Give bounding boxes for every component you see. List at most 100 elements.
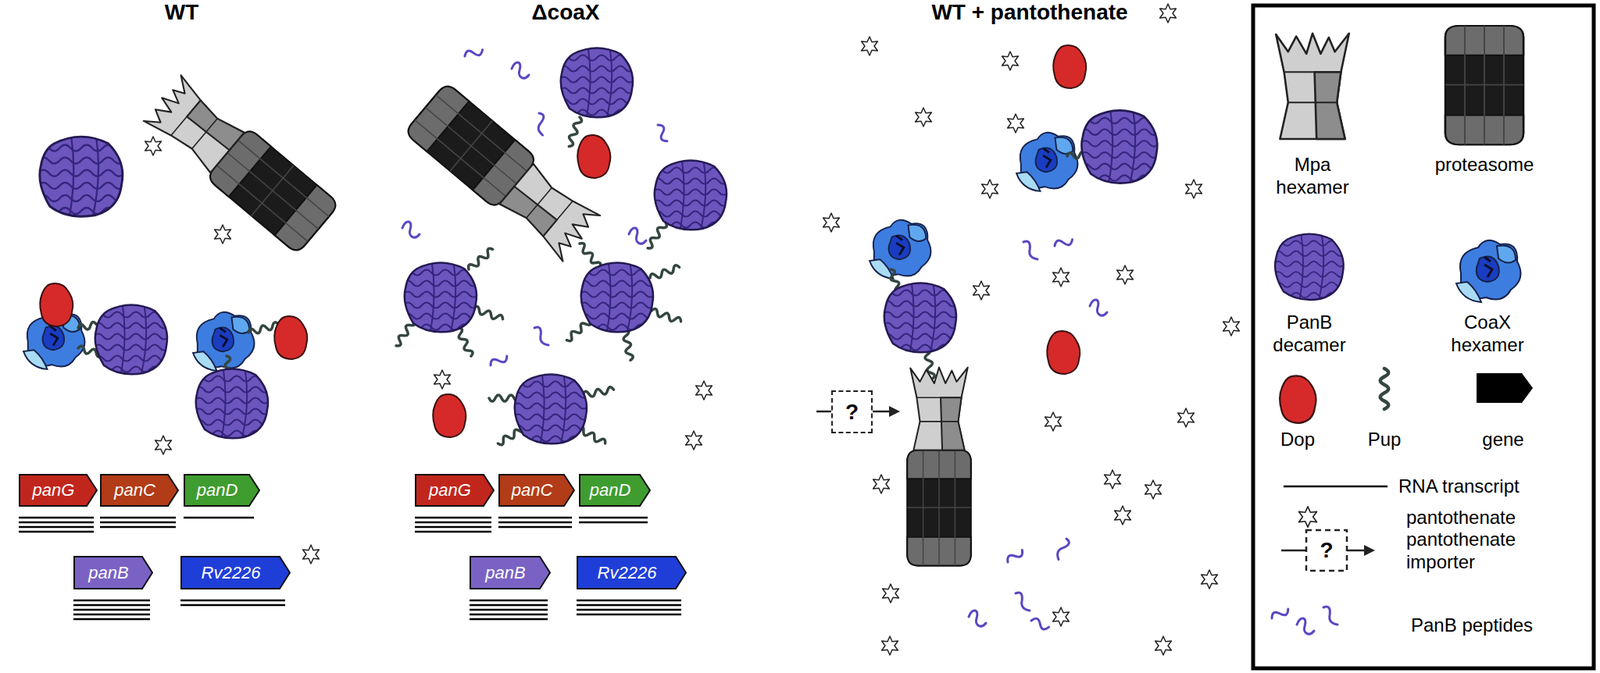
panb-peptide (1053, 235, 1074, 250)
pantothenate (1145, 480, 1162, 500)
pantothenate (982, 179, 999, 199)
gene-body (100, 475, 179, 507)
gene-body (499, 475, 575, 507)
coax-hexamer (192, 312, 254, 372)
dop (577, 135, 611, 179)
importer-box: ? (831, 390, 873, 434)
panb-decamer (653, 156, 729, 233)
gene-arrow: panC (498, 474, 575, 508)
coax-hexamer (1016, 132, 1078, 192)
pantothenate (1114, 506, 1132, 525)
gene-body (181, 557, 290, 590)
dop-icon (1279, 375, 1316, 423)
gene-arrow: panD (578, 474, 651, 508)
gene-arrow: panB (73, 556, 154, 590)
rna-transcripts (414, 517, 682, 620)
pup (577, 241, 603, 270)
pantothenate (1201, 570, 1218, 590)
panb-peptide (968, 610, 986, 627)
legend-text: pantothenate importer (1406, 528, 1551, 574)
pup (466, 246, 495, 272)
coax-hexamer-icon (1456, 240, 1522, 303)
pup (621, 328, 634, 361)
legend-text: gene (1467, 428, 1539, 451)
panb-peptide (1023, 241, 1038, 260)
gene-name: panB (88, 563, 129, 584)
pantothenate (823, 213, 840, 233)
pantothenate (1223, 317, 1240, 336)
gene-arrow: Rv2226 (576, 556, 687, 590)
pantothenate (1053, 267, 1070, 287)
panb-decamer (403, 258, 479, 336)
gene-arrow: panB (469, 556, 551, 590)
legend-text: Mpa hexamer (1261, 153, 1364, 199)
panb-peptide (1029, 617, 1050, 632)
gene-body (577, 557, 686, 590)
panb-peptide (1015, 592, 1030, 611)
cell-outline: WT + pantothenate? (849, 30, 1211, 670)
pantothenate-icon (1299, 507, 1318, 528)
gene-icon (1476, 373, 1533, 404)
gene-name: panC (511, 480, 554, 501)
dop (1053, 45, 1086, 89)
gene-name: Rv2226 (201, 563, 261, 584)
panb-peptide (628, 228, 647, 244)
gene-body (579, 475, 650, 507)
cell-shape (849, 30, 1211, 670)
legend-text: PanB decamer (1258, 310, 1361, 357)
mpa-proteasome (140, 72, 340, 254)
pantothenate (1002, 51, 1019, 71)
mpa-proteasome (907, 367, 972, 567)
coax-hexamer (869, 220, 931, 279)
pantothenate (882, 584, 900, 604)
legend-text: pantothenate (1406, 506, 1579, 529)
panb-decamer (194, 364, 270, 442)
panel-title: WT (0, 0, 393, 26)
cell-shape (385, 30, 746, 670)
panb-decamer (579, 258, 655, 336)
pantothenate (434, 370, 451, 390)
transcript-icon (1283, 485, 1388, 489)
panb-peptide (530, 112, 552, 136)
gene-arrow: panG (414, 474, 495, 508)
panb-decamer (1080, 106, 1160, 187)
panel-title: ΔcoaX (354, 0, 777, 26)
pantothenate (696, 381, 713, 400)
dop (39, 283, 73, 327)
panb-peptide (654, 123, 672, 144)
legend-text: proteasome (1421, 153, 1547, 176)
pantothenate (685, 431, 703, 450)
gene-body (74, 557, 153, 590)
pantothenate (915, 107, 933, 127)
panb-decamer (38, 132, 125, 221)
gene-name: panD (589, 480, 632, 501)
pup (454, 326, 474, 358)
panb-decamer-icon (1273, 229, 1345, 303)
dop (1046, 331, 1080, 375)
pup (650, 307, 683, 325)
legend-text: PanB peptides (1410, 614, 1583, 637)
panb-peptide (1005, 547, 1025, 566)
gene-arrow: panC (100, 474, 179, 508)
pantothenate (1053, 607, 1070, 627)
gene-name: panC (114, 480, 156, 501)
proteasome-icon (1445, 25, 1524, 145)
cell-outline: WTpanGpanCpanDpanBRv2226 (1, 30, 362, 670)
legend-text: RNA transcript (1398, 475, 1579, 498)
gene-body (470, 557, 550, 590)
pantothenate (1007, 114, 1025, 133)
gene-name: panG (428, 480, 472, 501)
arrowhead (889, 406, 900, 418)
legend-text: CoaX hexamer (1436, 310, 1539, 357)
legend-text: Dop (1266, 428, 1329, 451)
pantothenate (1117, 265, 1134, 285)
panb-decamer (93, 300, 169, 378)
pantothenate (1185, 179, 1203, 199)
gene-body (19, 475, 97, 507)
panb-decamer (513, 370, 589, 447)
peptide-icon (1296, 618, 1315, 635)
pantothenate (882, 636, 899, 656)
arrowhead (1364, 545, 1375, 557)
panb-peptide (534, 327, 549, 346)
